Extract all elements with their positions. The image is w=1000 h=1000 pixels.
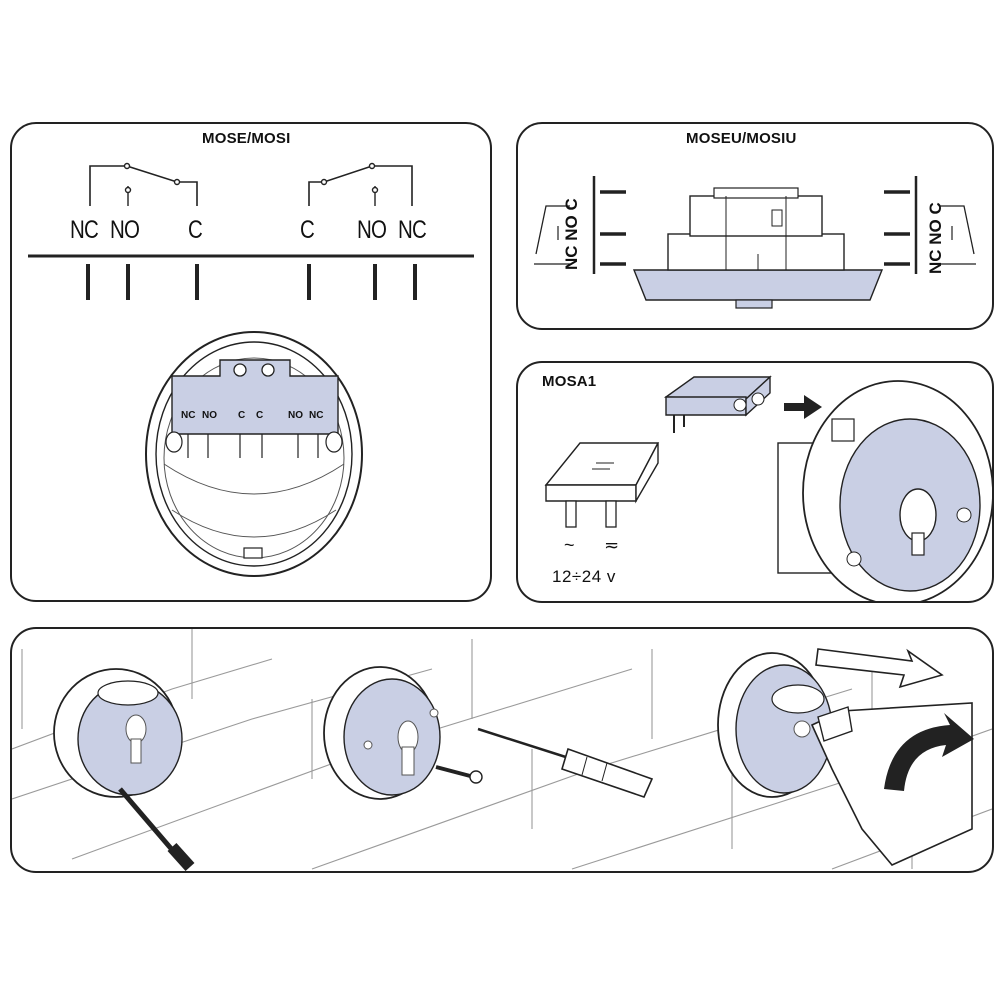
mosa1-panel: MOSA1 <box>516 361 994 603</box>
panel-title: MOSE/MOSI <box>202 130 291 147</box>
terminal-no-left: NO <box>110 216 140 244</box>
terminal-nc-left: NC <box>70 216 99 244</box>
ac-symbol: ~ <box>564 535 575 555</box>
terminal-labels-left: NC NO C <box>562 198 581 270</box>
voltage-label: 12÷24 v <box>552 567 616 586</box>
board-label: NC <box>181 410 196 421</box>
board-label: C <box>238 410 246 421</box>
power-supply-module <box>544 442 660 528</box>
module-side-view <box>632 187 884 309</box>
terminal-labels-right: NC NO C <box>926 202 945 274</box>
panel-title: MOSEU/MOSIU <box>686 130 797 147</box>
dc-symbol: ≂ <box>604 535 620 555</box>
installation-illustration <box>12 629 992 871</box>
mose-mosi-panel: MOSE/MOSI <box>10 122 492 602</box>
terminal-c-left: C <box>188 216 203 244</box>
insert-arrow-icon <box>784 395 822 419</box>
step-2-device <box>323 666 654 800</box>
board-label: C <box>256 410 264 421</box>
round-module-drawing <box>145 331 363 577</box>
turn-arrow-icon <box>884 713 974 791</box>
mosa1-illustration <box>544 375 992 601</box>
moseu-wiring-diagram <box>534 176 976 309</box>
pull-arrow-icon <box>815 648 944 689</box>
board-label: NC <box>309 410 324 421</box>
terminal-nc-right: NC <box>398 216 427 244</box>
plug-connector <box>663 375 772 433</box>
board-label: NO <box>202 410 217 421</box>
round-module-perspective <box>777 380 992 601</box>
terminal-c-right: C <box>300 216 315 244</box>
step-3-device <box>717 648 974 866</box>
terminal-no-right: NO <box>357 216 387 244</box>
step-1-device <box>53 668 195 871</box>
moseu-mosiu-panel: MOSEU/MOSIU <box>516 122 994 330</box>
panel-title: MOSA1 <box>542 373 597 390</box>
mose-wiring-diagram <box>28 162 474 577</box>
installation-steps-panel <box>10 627 994 873</box>
board-label: NO <box>288 410 303 421</box>
